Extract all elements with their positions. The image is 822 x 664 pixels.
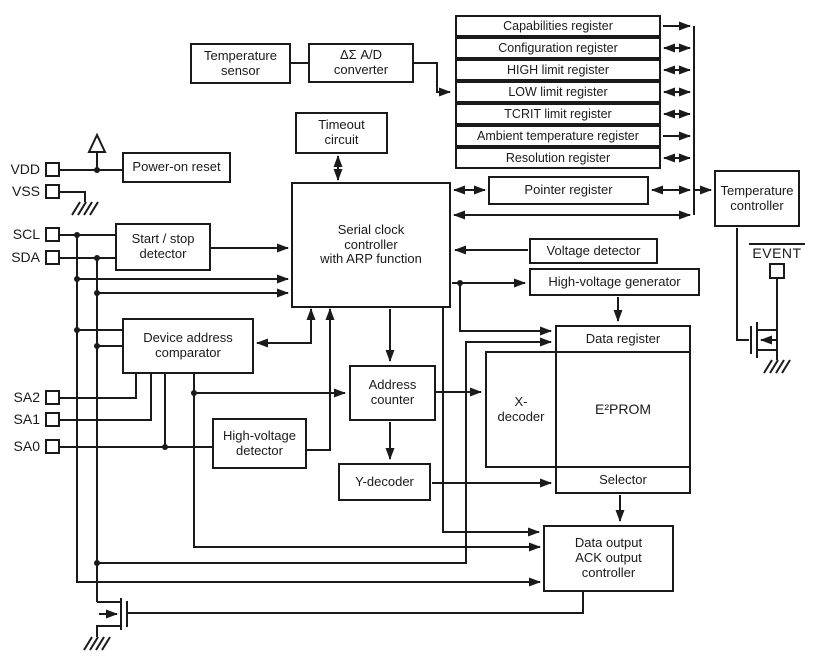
ground-icon-vss xyxy=(71,201,99,216)
pin-label-sa0: SA0 xyxy=(13,438,40,454)
pin-label-sda: SDA xyxy=(11,249,40,265)
block-adc: ΔΣ A/D converter xyxy=(308,43,414,83)
vss-pin-square xyxy=(45,184,60,199)
pin-label-scl: SCL xyxy=(12,226,40,242)
block-voltage-detector: Voltage detector xyxy=(529,238,658,264)
pin-label-event: EVENT xyxy=(749,243,805,262)
block-pointer-register: Pointer register xyxy=(488,176,649,205)
pin-label-vdd: VDD xyxy=(10,161,40,177)
wire-comparator-doc xyxy=(193,374,541,552)
block-data-output-controller: Data output ACK output controller xyxy=(543,525,674,592)
block-eeprom: E²PROM xyxy=(555,351,691,468)
wire-adc-to-registers xyxy=(414,62,451,97)
wire-scc-comparator xyxy=(256,308,316,348)
block-y-decoder: Y-decoder xyxy=(338,463,431,501)
block-start-stop-detector: Start / stop detector xyxy=(115,223,211,271)
ground-icon-event-fet xyxy=(763,359,791,374)
sa0-pin-square xyxy=(45,439,60,454)
wire-vss-ground xyxy=(59,191,86,202)
register-tcrit-limit: TCRIT limit register xyxy=(455,103,661,125)
scl-bus xyxy=(76,235,541,587)
block-timeout-circuit: Timeout circuit xyxy=(295,112,388,154)
event-pin-square xyxy=(769,263,785,279)
scl-pin-square xyxy=(45,227,60,242)
wire-sa1 xyxy=(59,374,152,421)
block-high-voltage-generator: High-voltage generator xyxy=(529,268,700,296)
block-data-register: Data register xyxy=(555,325,691,353)
register-capabilities: Capabilities register xyxy=(455,15,661,37)
block-temperature-sensor: Temperature sensor xyxy=(190,43,291,84)
register-ambient-temperature: Ambient temperature register xyxy=(455,125,661,147)
block-temperature-controller: Temperature controller xyxy=(714,170,800,227)
junction-dots xyxy=(74,167,463,566)
block-power-on-reset: Power-on reset xyxy=(122,152,231,183)
block-high-voltage-detector: High-voltage detector xyxy=(212,418,307,469)
sda-pin-square xyxy=(45,250,60,265)
pin-label-sa1: SA1 xyxy=(13,411,40,427)
sa1-pin-square xyxy=(45,412,60,427)
wire-doc-gate xyxy=(128,592,584,614)
wire-hvdetector-scc xyxy=(307,308,335,451)
register-configuration: Configuration register xyxy=(455,37,661,59)
wire-sda-dataregister xyxy=(97,337,552,564)
block-device-address-comparator: Device address comparator xyxy=(122,318,254,374)
block-serial-clock-controller: Serial clock controller with ARP functio… xyxy=(291,182,451,308)
sa2-pin-square xyxy=(45,390,60,405)
register-high-limit: HIGH limit register xyxy=(455,59,661,81)
wire-tc-gate xyxy=(736,228,749,341)
pin-label-vss: VSS xyxy=(11,183,40,199)
pin-label-sa2: SA2 xyxy=(13,389,40,405)
wire-sa2 xyxy=(59,374,137,399)
wire-scc-dataregister xyxy=(459,283,552,336)
nmos-transistor-sda xyxy=(96,598,128,637)
block-address-counter: Address counter xyxy=(349,365,436,421)
block-x-decoder: X- decoder xyxy=(485,351,557,468)
ground-icon-sda-fet xyxy=(83,636,111,651)
vdd-pin-square xyxy=(45,162,60,177)
nmos-transistor-event xyxy=(750,322,777,358)
supply-arrow-icon xyxy=(87,132,107,153)
register-resolution: Resolution register xyxy=(455,147,661,169)
register-low-limit: LOW limit register xyxy=(455,81,661,103)
wire-scc-doc xyxy=(442,308,540,537)
block-selector: Selector xyxy=(555,466,691,494)
